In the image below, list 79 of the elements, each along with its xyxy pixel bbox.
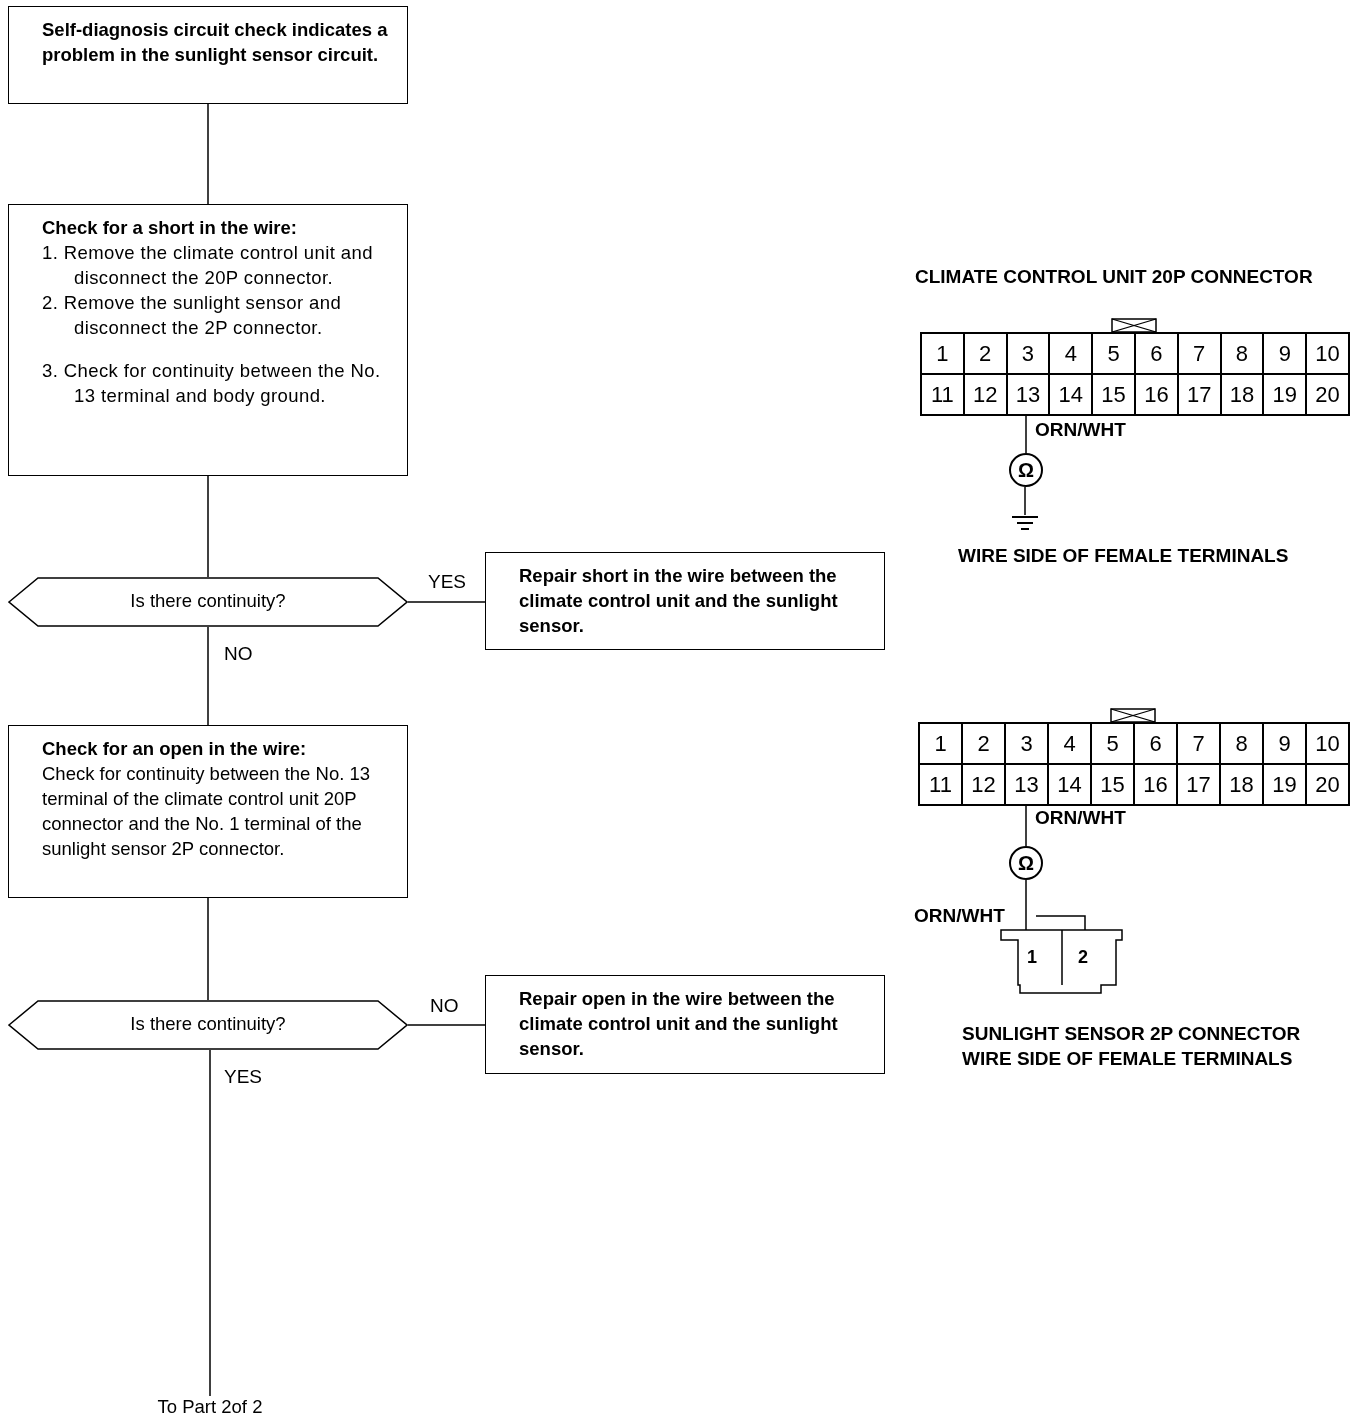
step-text: 3. Check for continuity between the No. 13 terminal and body ground. — [42, 359, 382, 408]
connector-body — [918, 722, 1350, 806]
flow-line — [407, 1024, 486, 1026]
decision-shape — [8, 1000, 408, 1050]
terminal-number: 14 — [1049, 374, 1093, 415]
wire-line — [1025, 805, 1027, 847]
wire-line — [1025, 879, 1027, 931]
step-heading: Check for an open in the wire: — [42, 737, 308, 761]
step-heading: Check for a short in the wire: — [42, 216, 298, 240]
terminal-number: 7 — [1177, 333, 1221, 374]
terminal-number: 10 — [1306, 723, 1349, 764]
terminal-number: 2 — [1078, 947, 1088, 968]
caption-text: SUNLIGHT SENSOR 2P CONNECTOR WIRE SIDE OF FEMALE TERMINALS — [962, 1022, 1302, 1071]
flow-line — [407, 601, 486, 603]
terminal-number: 17 — [1177, 374, 1221, 415]
terminal-number: 2 — [963, 333, 1007, 374]
terminal-number: 11 — [919, 764, 962, 805]
terminal-number: 9 — [1263, 723, 1306, 764]
wire-line — [1025, 415, 1027, 454]
terminal-number: 6 — [1134, 723, 1177, 764]
terminal-number: 3 — [1005, 723, 1048, 764]
process-box — [8, 204, 408, 476]
terminal-number: 5 — [1092, 333, 1135, 374]
terminal-number: 18 — [1220, 764, 1263, 805]
terminal-number: 14 — [1048, 764, 1091, 805]
ohmmeter-symbol: Ω — [1009, 453, 1043, 487]
terminal-number: 16 — [1134, 764, 1177, 805]
terminal-number: 7 — [1177, 723, 1220, 764]
terminal-number: 15 — [1092, 374, 1135, 415]
terminal-number: 12 — [962, 764, 1005, 805]
terminal-number: 4 — [1049, 333, 1093, 374]
decision-text: Is there continuity? — [129, 590, 287, 612]
terminal-number: 20 — [1306, 374, 1349, 415]
terminal-number: 4 — [1048, 723, 1091, 764]
flow-line — [207, 897, 209, 1001]
terminal-number: 5 — [1091, 723, 1134, 764]
flow-line — [207, 626, 209, 726]
step-text: Repair open in the wire between the climate control unit and the sunlight sensor. — [519, 987, 839, 1061]
wire-line — [1024, 486, 1026, 516]
caption-text: WIRE SIDE OF FEMALE TERMINALS — [958, 545, 1289, 567]
terminal-number: 13 — [1006, 374, 1050, 415]
terminal-number: 12 — [963, 374, 1007, 415]
step-text: 2. Remove the sunlight sensor and disconnect the 2P connector. — [42, 291, 343, 340]
terminal-number: 8 — [1220, 333, 1264, 374]
ohmmeter-symbol: Ω — [1009, 846, 1043, 880]
step-text: Check for continuity between the No. 13 terminal of the climate control unit 20P connector and the No. 1 terminal of the sunlight sensor 2P connector. — [42, 762, 372, 861]
terminal-number: 19 — [1263, 374, 1307, 415]
terminal-number: 15 — [1091, 764, 1134, 805]
terminal-number: 1 — [919, 723, 962, 764]
flow-line — [207, 103, 209, 205]
terminal-number: 10 — [1306, 333, 1349, 374]
decision-text: Is there continuity? — [129, 1013, 287, 1035]
terminal-number: 13 — [1005, 764, 1048, 805]
process-box — [8, 6, 408, 104]
flow-line — [209, 1049, 211, 1397]
step-text: 1. Remove the climate control unit and disconnect the 20P connector. — [42, 241, 374, 290]
terminal-number: 2 — [962, 723, 1005, 764]
process-box — [485, 552, 885, 650]
terminal-number: 11 — [921, 374, 964, 415]
terminal-number: 19 — [1263, 764, 1306, 805]
decision-shape — [8, 577, 408, 627]
terminal-number: 3 — [1006, 333, 1050, 374]
process-box — [485, 975, 885, 1074]
terminal-number: 9 — [1263, 333, 1307, 374]
terminal-number: 18 — [1220, 374, 1264, 415]
continuation-text: To Part 2of 2 — [140, 1396, 280, 1420]
connector-body — [920, 332, 1350, 416]
step-text: Repair short in the wire between the climate control unit and the sunlight sensor. — [519, 564, 839, 638]
terminal-number: 16 — [1135, 374, 1178, 415]
caption-text: CLIMATE CONTROL UNIT 20P CONNECTOR — [915, 266, 1313, 288]
terminal-number: 1 — [1027, 947, 1037, 968]
flow-line — [207, 475, 209, 578]
step-text: Self-diagnosis circuit check indicates a problem in the sunlight sensor circuit. — [42, 18, 389, 67]
terminal-number: 20 — [1306, 764, 1349, 805]
process-box — [8, 725, 408, 898]
terminal-number: 1 — [921, 333, 964, 374]
terminal-number: 17 — [1177, 764, 1220, 805]
terminal-number: 6 — [1135, 333, 1178, 374]
terminal-number: 8 — [1220, 723, 1263, 764]
